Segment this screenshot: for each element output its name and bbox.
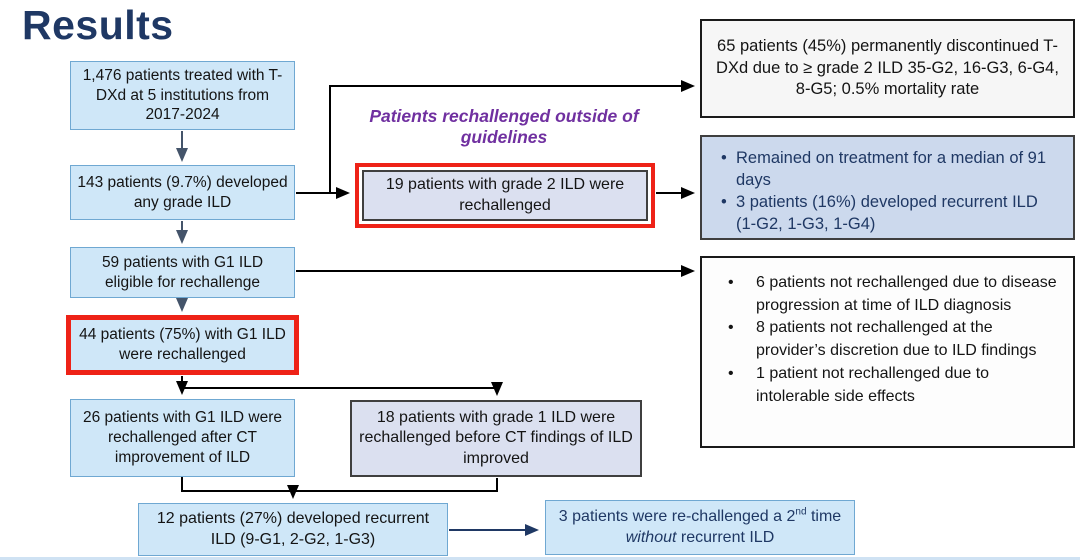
flow-box-rechallenged-before-ct: 18 patients with grade 1 ILD were rechal…	[350, 400, 642, 477]
slide-footer-strip	[0, 557, 1080, 560]
panel-discontinued-text: 65 patients (45%) permanently discontinu…	[716, 37, 1059, 99]
flow-box-second-rechallenge-text: 3 patients were re-challenged a 2nd time…	[552, 507, 848, 548]
flow-box-grade2-rechallenged: 19 patients with grade 2 ILD were rechal…	[362, 170, 648, 221]
list-item: 1 patient not rechallenged due to intole…	[756, 363, 1061, 408]
grade2-outcomes-list: Remained on treatment for a median of 91…	[708, 139, 1067, 236]
flow-box-grade2-rechallenged-highlight-frame: 19 patients with grade 2 ILD were rechal…	[355, 163, 655, 228]
not-rechallenged-list: 6 patients not rechallenged due to disea…	[708, 260, 1067, 408]
flow-box-recurrent-ild-text: 12 patients (27%) developed recurrent IL…	[156, 510, 430, 548]
flow-box-any-grade-ild: 143 patients (9.7%) developed any grade …	[70, 165, 295, 220]
annotation-rechallenged-outside-guidelines: Patients rechallenged outside of guideli…	[369, 106, 639, 147]
second-rechallenge-part: 3 patients were re-challenged a 2	[558, 508, 796, 526]
list-item: 3 patients (16%) developed recurrent ILD…	[736, 192, 1061, 236]
page-title: Results	[22, 2, 174, 48]
panel-not-rechallenged-reasons: 6 patients not rechallenged due to disea…	[700, 256, 1075, 448]
flow-box-rechallenged-after-ct-text: 26 patients with G1 ILD were rechallenge…	[82, 409, 283, 466]
flow-box-treated-text: 1,476 patients treated with T-DXd at 5 i…	[82, 66, 283, 124]
flow-box-g1-rechallenged-text: 44 patients (75%) with G1 ILD were recha…	[79, 326, 286, 363]
list-item: 6 patients not rechallenged due to disea…	[756, 272, 1061, 317]
second-rechallenge-part: recurrent ILD	[676, 528, 775, 546]
list-item: 8 patients not rechallenged at the provi…	[756, 317, 1061, 362]
connector-merge	[181, 477, 498, 492]
flow-box-rechallenged-after-ct: 26 patients with G1 ILD were rechallenge…	[70, 399, 295, 477]
list-item: Remained on treatment for a median of 91…	[736, 148, 1061, 192]
flow-box-eligible-text: 59 patients with G1 ILD eligible for rec…	[101, 253, 264, 291]
flow-box-eligible: 59 patients with G1 ILD eligible for rec…	[70, 247, 295, 298]
arrow-g1re-to-beforect	[182, 382, 503, 396]
second-rechallenge-without: without	[625, 528, 677, 546]
second-rechallenge-part: time	[806, 508, 842, 526]
flow-box-recurrent-ild: 12 patients (27%) developed recurrent IL…	[138, 503, 448, 556]
panel-discontinued: 65 patients (45%) permanently discontinu…	[700, 19, 1075, 118]
flow-box-treated: 1,476 patients treated with T-DXd at 5 i…	[70, 61, 295, 130]
flow-box-grade2-rechallenged-text: 19 patients with grade 2 ILD were rechal…	[385, 176, 625, 214]
flow-box-second-rechallenge: 3 patients were re-challenged a 2nd time…	[545, 500, 855, 555]
flow-box-g1-rechallenged-highlighted: 44 patients (75%) with G1 ILD were recha…	[66, 315, 299, 375]
second-rechallenge-ordinal: nd	[795, 506, 807, 518]
flow-box-any-grade-ild-text: 143 patients (9.7%) developed any grade …	[77, 173, 288, 211]
flow-box-rechallenged-before-ct-text: 18 patients with grade 1 ILD were rechal…	[359, 408, 633, 467]
panel-grade2-outcomes: Remained on treatment for a median of 91…	[700, 135, 1075, 240]
